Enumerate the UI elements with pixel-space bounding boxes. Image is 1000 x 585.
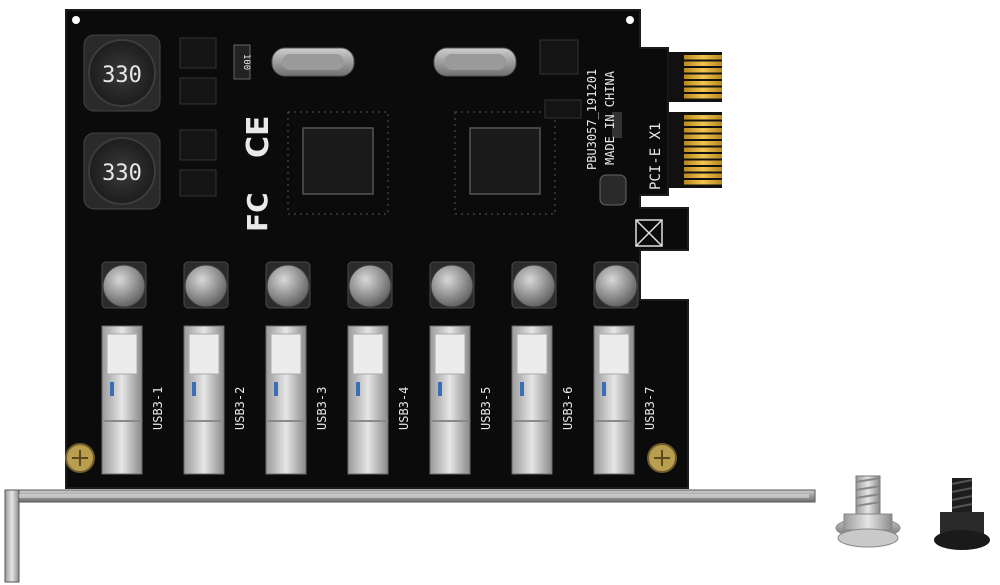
gold-finger [684,154,722,159]
usb3-port [593,325,635,475]
usb3-port [511,325,553,475]
usb3-port [183,325,225,475]
weee-symbol-icon [635,219,663,247]
mounting-hole [72,16,80,24]
fcc-mark: FC [241,192,274,232]
capacitor [429,261,475,309]
capacitor [265,261,311,309]
resistor: 100 [233,44,251,80]
board-screw-left [65,443,95,473]
gold-finger [684,141,722,146]
svg-text:FC: FC [241,192,274,232]
capacitor [183,261,229,309]
port-label: USB3-3 [315,387,329,430]
mounting-hole [626,16,634,24]
capacitor [347,261,393,309]
capacitor-row [101,261,639,309]
usb-controller-chip-1 [287,111,389,215]
gold-finger [684,134,722,139]
gold-finger [684,68,722,73]
usb3-port [429,325,471,475]
capacitor [593,261,639,309]
gold-finger [684,147,722,152]
model-number: PBU3057_191201 [585,69,599,170]
port-label: USB3-2 [233,387,247,430]
port-label: USB3-4 [397,387,411,430]
inductor-marking: 330 [102,161,142,186]
svg-text:CE: CE [241,115,276,158]
capacitor [101,261,147,309]
pcie-gold-fingers [668,52,722,188]
inductor-2: 330 [83,132,161,210]
gold-finger [684,128,722,133]
gold-finger [684,61,722,66]
gold-finger [684,87,722,92]
svg-text:100: 100 [241,54,251,70]
port-label: USB3-7 [643,387,657,430]
port-label: USB3-5 [479,387,493,430]
gold-finger [684,74,722,79]
ce-mark: CE [241,115,276,158]
gold-finger [684,121,722,126]
inductor-1: 330 [83,34,161,112]
board-screw-right [647,443,677,473]
regulator-chip-1 [179,37,217,197]
gold-finger [684,180,722,185]
capacitor [511,261,557,309]
port-label: USB3-6 [561,387,575,430]
usb3-port [265,325,307,475]
gold-finger [684,160,722,165]
usb3-port [101,325,143,475]
gold-finger [684,94,722,99]
usb-controller-chip-2 [454,111,556,215]
crystal-oscillator-2 [433,47,517,77]
gold-finger [684,81,722,86]
origin-label: MADE IN CHINA [603,70,617,165]
gold-finger [684,167,722,172]
inductor-marking: 330 [102,63,142,88]
gold-finger [684,55,722,60]
interface-label: PCI-E X1 [648,123,664,190]
usb3-port [347,325,389,475]
mounting-bracket [4,489,816,583]
port-label: USB3-1 [151,387,165,430]
gold-finger [684,115,722,120]
smd-components [539,39,627,206]
loose-screw-silver [835,475,901,548]
crystal-oscillator-1 [271,47,355,77]
usb-port-row: USB3-1 USB3-2 USB3-3 USB3-4 USB3-5 USB3-6 USB3… [101,325,657,475]
gold-finger [684,173,722,178]
loose-screw-black [934,478,990,550]
